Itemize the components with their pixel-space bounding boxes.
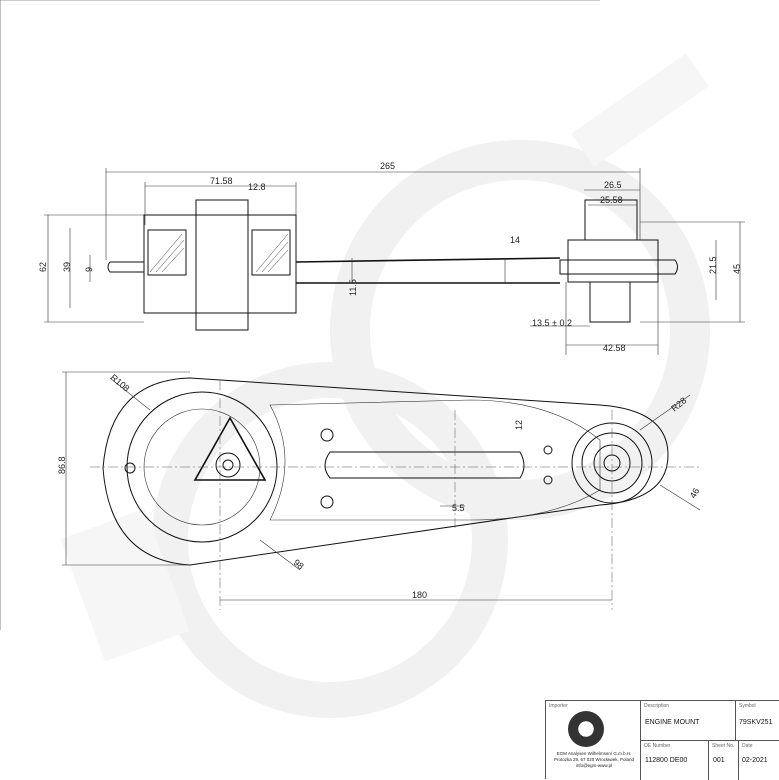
dim-height-left: 62 [38,262,48,272]
dim-tip-height: 9 [84,267,94,272]
dim-bore: 98 [292,557,306,571]
symbol-value: 79SKV251 [739,719,773,726]
symbol-cell: Symbol 79SKV251 [736,701,779,741]
date-label: Date [742,743,753,749]
dim-right-outer: 46 [688,486,702,500]
dim-right-height: 45 [732,264,742,274]
dim-arm-thickness: 11.5 [348,279,358,296]
dim-right-inner: 25.58 [600,195,623,205]
importer-label: Importer [549,703,568,709]
dim-arm-small: 14 [510,235,520,245]
dim-overall-length: 265 [380,161,395,171]
oe-number-cell: OE Number 112800 DE00 [641,741,709,780]
dim-right-width: 42.58 [603,343,626,353]
date-value: 02-2021 [742,757,768,764]
dim-slot: 5.5 [452,503,465,513]
description-value: ENGINE MOUNT [645,719,700,726]
date-cell: Date 02-2021 [739,741,779,780]
dim-right-mid: 21.5 [708,256,718,274]
dim-bushing-width: 12.8 [248,182,266,192]
hatching-left [149,233,289,273]
dim-offset: 13.5 ± 0.2 [532,318,572,328]
dim-right-top: 26.5 [604,180,622,190]
symbol-label: Symbol [739,703,756,709]
sheet-value: 001 [713,757,725,764]
company-logo [568,711,604,747]
watermark [60,53,710,718]
dim-small-step: 12 [514,420,524,430]
dim-inner-width: 71.58 [210,176,233,186]
importer-cell: Importer EGM Analysen Wilhelmsen/ G.m.b.… [546,701,641,780]
description-label: Description [644,703,670,709]
dim-centre-distance: 180 [412,590,427,600]
title-block: Importer EGM Analysen Wilhelmsen/ G.m.b.… [545,700,779,780]
importer-text: EGM Analysen Wilhelmsen/ G.m.b.H. Protoz… [554,751,634,768]
side-view: 265 71.58 12.8 62 39 9 [38,161,745,355]
oe-number-label: OE Number [644,743,671,749]
dim-height-inner: 39 [62,262,72,272]
dim-radius-large: R108 [109,372,132,393]
sheet-cell: Sheet No. 001 [709,741,739,780]
plan-view: 86.8 R108 R28 98 5.5 180 12 46 [57,371,702,610]
sheet-label: Sheet No. [712,743,735,749]
description-cell: Description ENGINE MOUNT [641,701,736,741]
dim-plan-height: 86.8 [57,456,67,474]
oe-number-value: 112800 DE00 [645,757,688,764]
